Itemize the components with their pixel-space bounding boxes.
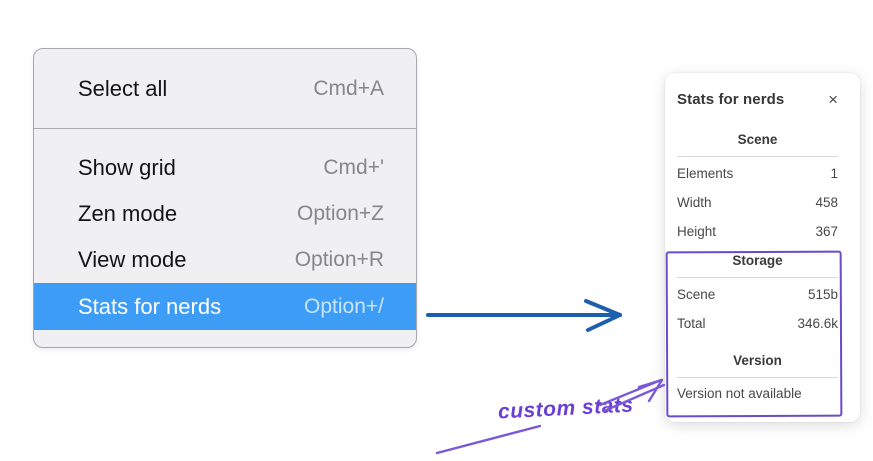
stats-panel-title: Stats for nerds bbox=[677, 90, 785, 108]
menu-item-show-grid[interactable]: Show grid Cmd+' bbox=[34, 145, 416, 191]
stats-panel-header: Stats for nerds × bbox=[677, 87, 838, 111]
stat-value: 346.6k bbox=[797, 316, 838, 331]
stats-panel: Stats for nerds × Scene Elements 1 Width… bbox=[665, 73, 860, 422]
menu-item-shortcut: Option+/ bbox=[304, 294, 384, 318]
menu-item-shortcut: Option+R bbox=[294, 248, 384, 271]
menu-item-label: Stats for nerds bbox=[78, 293, 222, 319]
stat-row-width: Width 458 bbox=[677, 188, 838, 217]
stat-label: Height bbox=[677, 224, 717, 239]
stat-value: 515b bbox=[807, 287, 838, 302]
menu-item-shortcut: Cmd+A bbox=[313, 76, 384, 100]
section-divider bbox=[677, 277, 838, 278]
stat-label: Elements bbox=[677, 166, 734, 181]
arrow-menu-to-panel-icon[interactable] bbox=[420, 288, 635, 343]
stat-label: Total bbox=[677, 316, 706, 331]
menu-item-shortcut: Option+Z bbox=[297, 202, 384, 225]
menu-item-label: Zen mode bbox=[78, 201, 178, 226]
scene-rows: Elements 1 Width 458 Height 367 bbox=[677, 157, 838, 246]
stat-row-total-storage: Total 346.6k bbox=[677, 309, 838, 338]
menu-item-select-all[interactable]: Select all Cmd+A bbox=[34, 49, 416, 128]
menu-item-label: Select all bbox=[78, 75, 168, 101]
menu-item-shortcut: Cmd+' bbox=[323, 156, 384, 179]
menu-item-label: Show grid bbox=[78, 155, 176, 180]
section-heading-version: Version bbox=[733, 353, 782, 368]
stat-value: 1 bbox=[830, 166, 838, 181]
menu-group-view: Show grid Cmd+' Zen mode Option+Z View m… bbox=[34, 129, 416, 330]
stat-value: 367 bbox=[815, 224, 838, 239]
stat-row-height: Height 367 bbox=[677, 217, 838, 246]
menu-item-zen-mode[interactable]: Zen mode Option+Z bbox=[34, 191, 416, 237]
stat-row-elements: Elements 1 bbox=[677, 159, 838, 188]
storage-rows: Scene 515b Total 346.6k bbox=[677, 278, 838, 338]
close-icon[interactable]: × bbox=[828, 89, 838, 109]
section-divider bbox=[677, 377, 838, 378]
section-heading-storage: Storage bbox=[732, 253, 783, 268]
context-menu: Select all Cmd+A Show grid Cmd+' Zen mod… bbox=[33, 48, 417, 348]
section-divider bbox=[677, 156, 838, 157]
stat-row-scene-storage: Scene 515b bbox=[677, 280, 838, 309]
menu-group-top: Select all Cmd+A bbox=[34, 49, 416, 128]
menu-item-view-mode[interactable]: View mode Option+R bbox=[34, 237, 416, 283]
version-note: Version not available bbox=[677, 385, 802, 401]
stat-label: Width bbox=[677, 195, 712, 210]
menu-item-label: View mode bbox=[78, 247, 187, 272]
menu-separator bbox=[34, 128, 416, 129]
stat-value: 458 bbox=[815, 195, 838, 210]
annotation-arrow-icon[interactable] bbox=[430, 372, 675, 460]
menu-item-stats-for-nerds[interactable]: Stats for nerds Option+/ bbox=[34, 283, 416, 330]
stat-label: Scene bbox=[677, 287, 716, 302]
section-heading-scene: Scene bbox=[737, 132, 778, 147]
